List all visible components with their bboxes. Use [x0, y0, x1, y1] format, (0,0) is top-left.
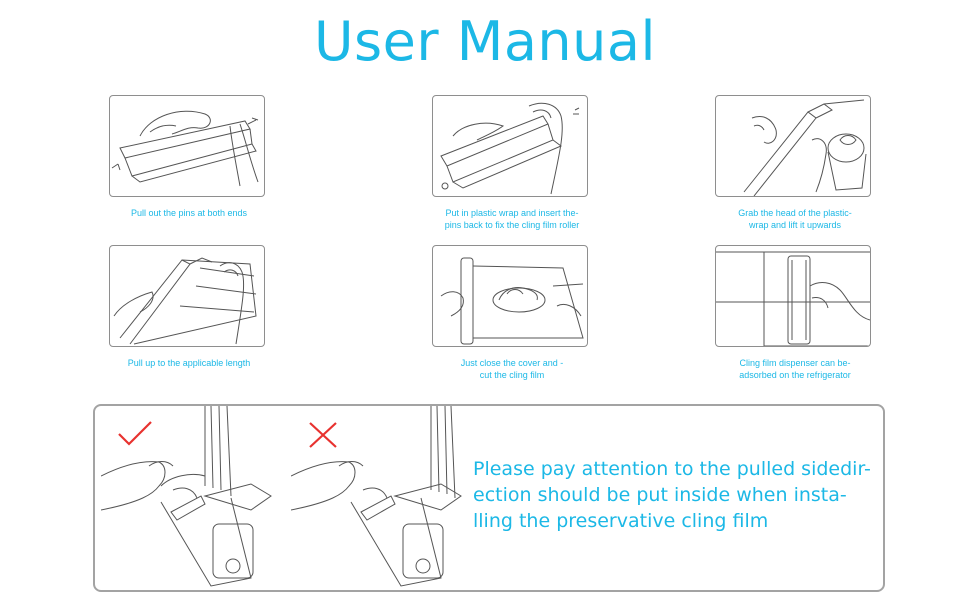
step-6: Cling film dispenser can be- adsorbed on…	[715, 245, 875, 381]
check-mark-icon	[118, 421, 152, 446]
step-2-caption: Put in plastic wrap and insert the- pins…	[432, 207, 592, 231]
correct-installation-illustration	[101, 406, 272, 587]
step-3-illustration	[715, 95, 871, 197]
wrong-installation-illustration	[291, 406, 462, 587]
caption-line: Pull out the pins at both ends	[130, 208, 248, 218]
notice-line: ection should be put inside when insta-	[473, 484, 847, 506]
caption-line: Cling film dispenser can be-	[739, 358, 851, 368]
step-5: Just close the cover and - cut the cling…	[432, 245, 592, 381]
step-5-caption: Just close the cover and - cut the cling…	[432, 357, 592, 381]
caption-line: Put in plastic wrap and insert the-	[445, 208, 579, 218]
step-1: Pull out the pins at both ends	[109, 95, 269, 219]
caption-line: Just close the cover and -	[460, 358, 564, 368]
caption-line: pins back to fix the cling film roller	[444, 220, 580, 230]
caption-line: Grab the head of the plastic-	[738, 208, 852, 218]
step-4-caption: Pull up to the applicable length	[109, 357, 269, 369]
notice-text: Please pay attention to the pulled sided…	[473, 456, 873, 534]
page-title: User Manual	[314, 10, 656, 73]
step-1-illustration	[109, 95, 265, 197]
cross-mark-icon	[309, 422, 337, 448]
step-3-caption: Grab the head of the plastic- wrap and l…	[715, 207, 875, 231]
step-5-illustration	[432, 245, 588, 347]
step-4: Pull up to the applicable length	[109, 245, 269, 369]
step-4-illustration	[109, 245, 265, 347]
caption-line: wrap and lift it upwards	[748, 220, 842, 230]
caption-line: adsorbed on the refrigerator	[739, 370, 851, 380]
notice-line: lling the preservative cling film	[473, 510, 769, 532]
caption-line: Pull up to the applicable length	[127, 358, 251, 368]
step-6-illustration	[715, 245, 871, 347]
step-3: Grab the head of the plastic- wrap and l…	[715, 95, 875, 231]
step-2-illustration	[432, 95, 588, 197]
caption-line: cut the cling film	[479, 370, 545, 380]
step-1-caption: Pull out the pins at both ends	[109, 207, 269, 219]
step-2: Put in plastic wrap and insert the- pins…	[432, 95, 592, 231]
notice-panel: Please pay attention to the pulled sided…	[93, 404, 885, 592]
step-6-caption: Cling film dispenser can be- adsorbed on…	[715, 357, 875, 381]
notice-line: Please pay attention to the pulled sided…	[473, 458, 871, 480]
